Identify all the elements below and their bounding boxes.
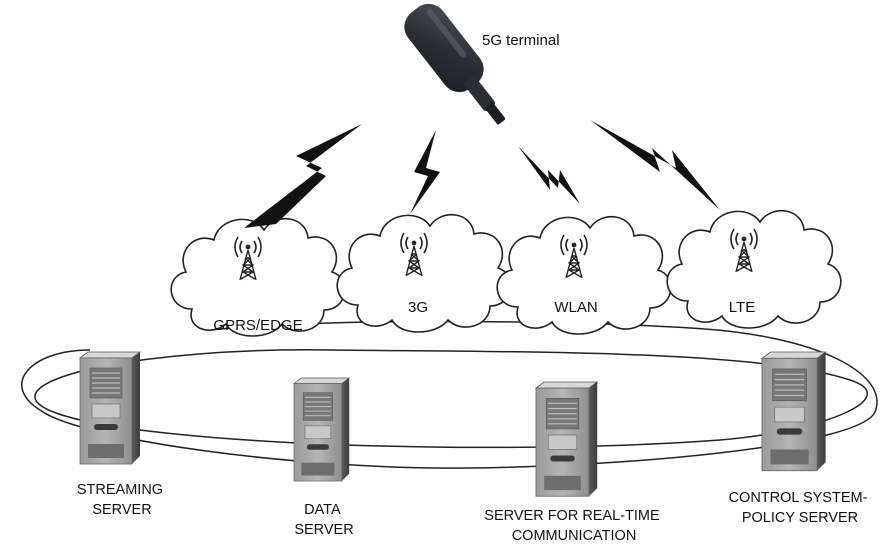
server-data: DATA SERVER xyxy=(293,377,354,538)
server-tower-icon xyxy=(535,381,598,497)
cloud-gprs-edge: GPRS/EDGE xyxy=(170,217,346,337)
usb-modem-icon xyxy=(404,3,506,125)
backbone-ring-outer xyxy=(21,320,878,469)
server-realtime: SERVER FOR REAL-TIME COMMUNICATION xyxy=(484,381,663,544)
lightning-bolt-icon xyxy=(518,146,580,204)
server-label-control: CONTROL SYSTEM- POLICY SERVER xyxy=(729,490,872,526)
server-streaming: STREAMING SERVER xyxy=(77,351,167,518)
server-label-data: DATA SERVER xyxy=(294,502,353,538)
server-tower-icon xyxy=(761,351,827,472)
server-tower-icon xyxy=(293,377,350,482)
lightning-bolt-icon xyxy=(410,130,440,214)
terminal-label: 5G terminal xyxy=(482,32,560,49)
cloud-lte: LTE xyxy=(666,209,842,329)
server-label-streaming: STREAMING SERVER xyxy=(77,482,167,518)
backbone-ring-inner xyxy=(34,349,868,449)
lightning-bolt-icon xyxy=(244,124,362,228)
cloud-wlan: WLAN xyxy=(496,215,672,335)
lightning-bolt-icon xyxy=(590,120,720,210)
network-label-3g: 3G xyxy=(408,299,428,316)
network-label-lte: LTE xyxy=(729,299,755,316)
network-label-gprs-edge: GPRS/EDGE xyxy=(213,317,302,334)
server-label-realtime: SERVER FOR REAL-TIME COMMUNICATION xyxy=(484,508,663,544)
network-label-wlan: WLAN xyxy=(554,299,597,316)
server-control: CONTROL SYSTEM- POLICY SERVER xyxy=(729,351,872,526)
cloud-3g: 3G xyxy=(336,213,512,333)
server-tower-icon xyxy=(79,351,141,465)
